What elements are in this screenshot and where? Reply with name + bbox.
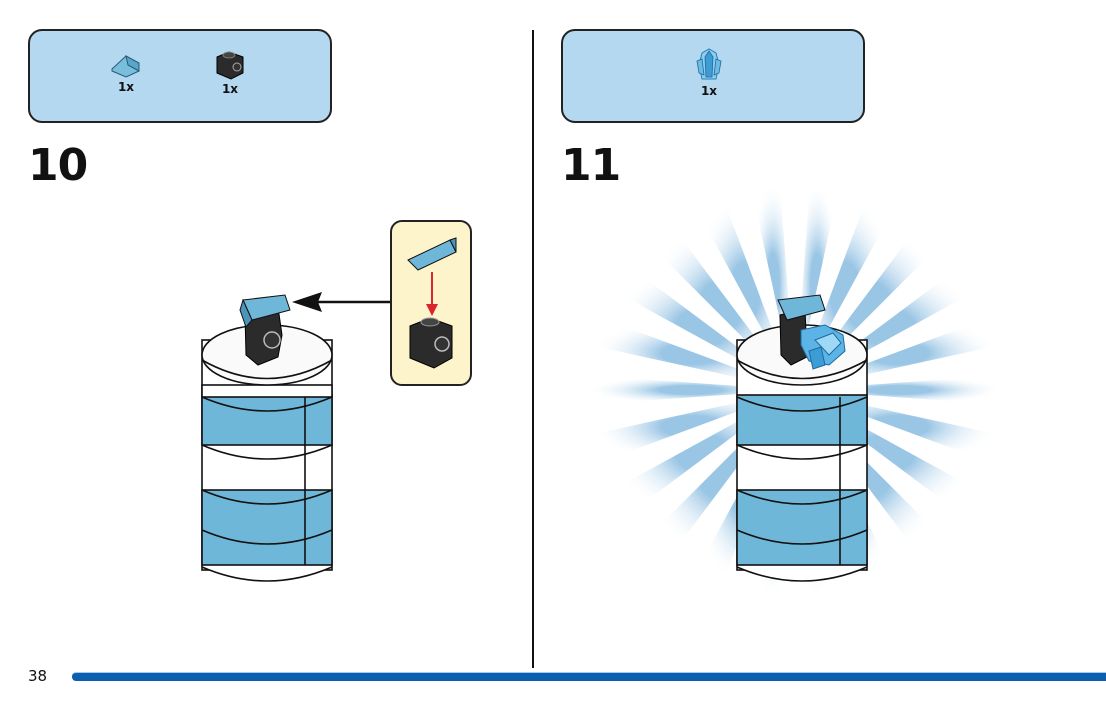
step-number: 10 — [28, 140, 88, 191]
brick-on-top — [239, 294, 291, 366]
parts-list-step-11: 1x — [561, 29, 865, 123]
step-number: 11 — [561, 140, 621, 191]
page-number: 38 — [28, 667, 48, 685]
burst-ray — [795, 375, 1005, 405]
brick-on-top — [777, 294, 826, 366]
black-brick-with-side-stud-icon — [216, 51, 244, 80]
slope-onto-brick-diagram — [407, 237, 457, 369]
burst-ray — [585, 375, 795, 405]
tower-illustration-step-11 — [736, 294, 868, 582]
part-quantity: 1x — [117, 80, 135, 94]
tower-illustration-step-10 — [201, 294, 333, 582]
part-brick: 1x 1x — [210, 49, 250, 96]
page-footer-bar — [72, 672, 1106, 681]
part-quantity: 1x — [221, 82, 239, 96]
trans-blue-crystal-icon — [696, 48, 722, 80]
part-crystal: 1x — [689, 47, 729, 98]
crystal-on-top — [800, 324, 846, 370]
light-blue-slope-icon — [111, 55, 140, 78]
assembly-arrow — [292, 292, 390, 312]
parts-list-step-10: 1x 1x 1x — [28, 29, 332, 123]
sub-assembly-callout — [390, 220, 472, 386]
part-slope: 1x — [106, 53, 146, 94]
part-quantity: 1x — [700, 84, 718, 98]
step-divider — [532, 30, 534, 668]
